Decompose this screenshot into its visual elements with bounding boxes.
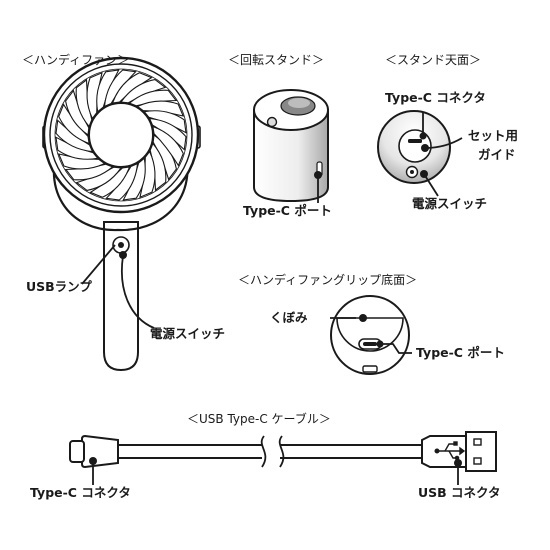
fan-power-switch[interactable] xyxy=(119,251,127,259)
grip-bottom-illustration xyxy=(330,295,412,375)
fan-hub xyxy=(88,102,154,168)
label-set-guide-line1: セット用 xyxy=(468,128,519,143)
label-cable-usb-connector: USB コネクタ xyxy=(418,485,501,500)
fan-handle xyxy=(103,221,139,372)
label-stand-power-switch: 電源スイッチ xyxy=(412,196,488,211)
label-stand-type-c-connector: Type-C コネクタ xyxy=(385,90,486,105)
label-set-guide-line2: ガイド xyxy=(478,147,516,162)
fan-bracket xyxy=(52,129,189,232)
usb-trident-icon xyxy=(434,441,466,461)
grip-dent xyxy=(336,317,404,352)
section-title-stand-top: ＜スタンド天面＞ xyxy=(385,53,482,67)
label-usb-lamp: USBランプ xyxy=(26,279,92,294)
section-title-usb-cable: ＜USB Type-C ケーブル＞ xyxy=(187,412,331,426)
label-fan-power-switch: 電源スイッチ xyxy=(150,326,226,341)
stand-top-connector xyxy=(408,139,422,143)
label-cable-type-c-connector: Type-C コネクタ xyxy=(30,485,131,500)
label-grip-type-c-port: Type-C ポート xyxy=(416,345,505,360)
cable-type-c-plug xyxy=(81,434,119,469)
fan-blade xyxy=(152,125,184,167)
stand-top-illustration xyxy=(377,110,463,197)
handy-fan-illustration xyxy=(42,56,201,372)
section-title-handy-fan: ＜ハンディファン＞ xyxy=(22,53,130,67)
fan-blades xyxy=(55,69,187,201)
rotating-stand-illustration xyxy=(253,89,329,203)
section-title-rotating-stand: ＜回転スタンド＞ xyxy=(228,53,325,67)
usb-cable-illustration xyxy=(69,431,497,485)
label-stand-type-c-port: Type-C ポート xyxy=(243,203,332,218)
label-dent: くぼみ xyxy=(270,310,308,325)
section-title-grip-bottom: ＜ハンディファングリップ底面＞ xyxy=(238,273,418,287)
